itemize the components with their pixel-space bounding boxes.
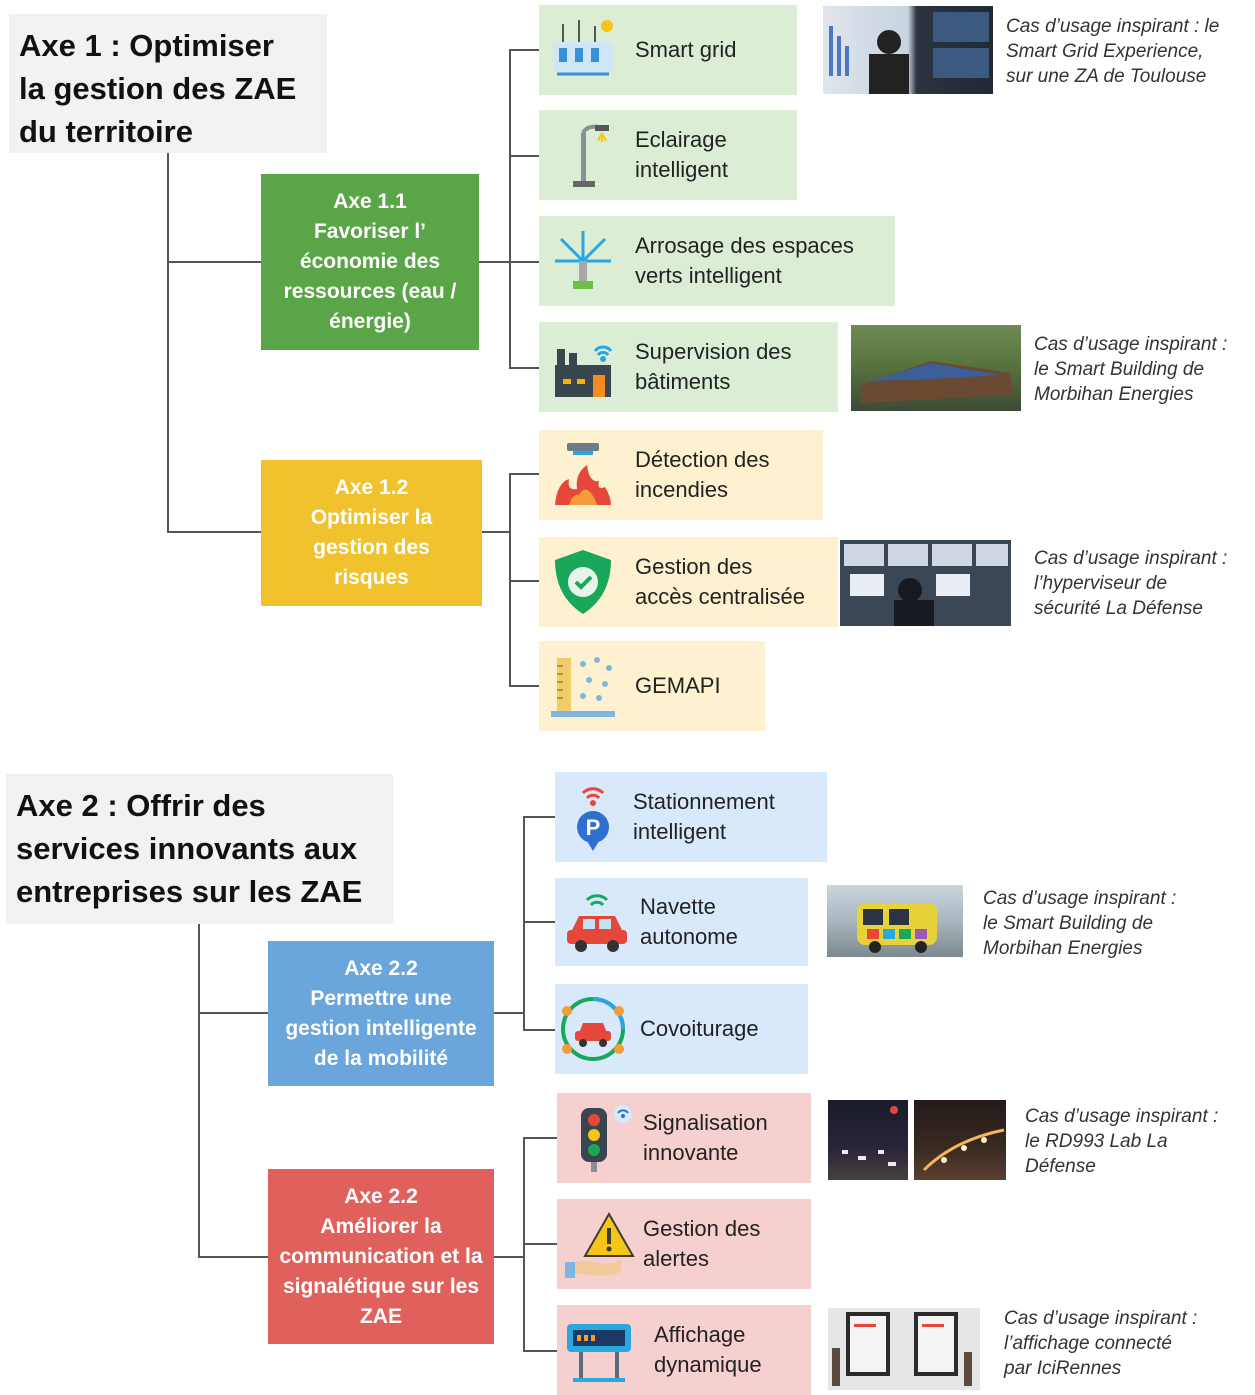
axis1-sub1-label: Axe 1.1 Favoriser l’ économie des ressou…: [283, 190, 457, 333]
item-covoiturage: Covoiturage: [555, 984, 808, 1074]
item-stationnement: P Stationnement intelligent: [555, 772, 827, 862]
item-label: Arrosage des espaces verts intelligent: [635, 233, 854, 288]
item-label: Signalisation innovante: [643, 1110, 768, 1165]
item-label: Supervision des bâtiments: [635, 339, 792, 394]
note-affichage: Cas d’usage inspirant : l’affichage conn…: [1004, 1308, 1198, 1379]
navette-photo: [827, 885, 963, 957]
item-label: Gestion des alertes: [643, 1216, 761, 1271]
item-navette: Navette autonome: [555, 878, 808, 966]
factory-icon: [555, 345, 613, 397]
item-gestion-acces: Gestion des accès centralisée: [539, 537, 838, 627]
item-label: Covoiturage: [640, 1016, 759, 1041]
item-label: Stationnement intelligent: [633, 789, 775, 844]
traffic-light-icon: [581, 1105, 632, 1172]
item-signalisation: Signalisation innovante: [557, 1093, 811, 1183]
street-light-icon: [573, 124, 609, 187]
note-hyperviseur: Cas d’usage inspirant : l’hyperviseur de…: [1034, 548, 1228, 619]
warning-icon: [565, 1211, 635, 1278]
item-smart-grid: Smart grid: [539, 5, 797, 95]
axis2-title: Axe 2 : Offrir des services innovants au…: [6, 774, 393, 924]
item-label: Détection des incendies: [635, 447, 770, 502]
car-icon: [567, 894, 627, 952]
axis2-sub1-box: Axe 2.2 Permettre une gestion intelligen…: [268, 941, 494, 1086]
shield-icon: [555, 550, 611, 614]
rd993-photo-1: [828, 1100, 908, 1180]
display-sign-icon: [567, 1324, 631, 1382]
item-gemapi: GEMAPI: [539, 641, 765, 731]
rd993-photo-2: [914, 1100, 1006, 1180]
item-label: GEMAPI: [635, 673, 721, 698]
item-arrosage: Arrosage des espaces verts intelligent: [539, 216, 895, 306]
svg-text:P: P: [586, 815, 601, 840]
axis2-sub2-box: Axe 2.2 Améliorer la communication et la…: [268, 1169, 494, 1344]
note-rd993: Cas d’usage inspirant : le RD993 Lab La …: [1025, 1106, 1219, 1177]
affichage-photo: [828, 1308, 980, 1390]
axis1-sub2-label: Axe 1.2 Optimiser la gestion des risques: [310, 476, 433, 589]
axis1-title: Axe 1 : Optimiser la gestion des ZAE du …: [9, 14, 327, 153]
note-smart-grid: Cas d’usage inspirant : le Smart Grid Ex…: [1006, 16, 1220, 87]
carpool-icon: [561, 997, 625, 1061]
item-eclairage: Eclairage intelligent: [539, 110, 797, 200]
note-navette: Cas d’usage inspirant : le Smart Buildin…: [983, 888, 1177, 959]
fire-icon: [555, 443, 611, 505]
smart-grid-icon: [553, 20, 613, 76]
item-supervision: Supervision des bâtiments: [539, 322, 838, 412]
item-label: Affichage dynamique: [654, 1322, 762, 1377]
smart-grid-photo: [823, 6, 993, 94]
smart-building-photo: [851, 325, 1021, 411]
item-label: Eclairage intelligent: [635, 127, 728, 182]
item-label: Smart grid: [635, 37, 737, 62]
axis2-sub2-label: Axe 2.2 Améliorer la communication et la…: [279, 1184, 483, 1328]
axis1-sub1-box: Axe 1.1 Favoriser l’ économie des ressou…: [261, 174, 479, 350]
note-smart-building: Cas d’usage inspirant : le Smart Buildin…: [1034, 334, 1228, 405]
axis2-sub1-label: Axe 2.2 Permettre une gestion intelligen…: [285, 956, 477, 1070]
rain-gauge-icon: [551, 657, 615, 717]
item-label: Navette autonome: [640, 894, 738, 949]
item-gestion-alertes: Gestion des alertes: [557, 1199, 811, 1289]
item-detection-incendies: Détection des incendies: [539, 430, 823, 520]
hyperviseur-photo: [840, 540, 1011, 626]
item-label: Gestion des accès centralisée: [635, 554, 805, 609]
parking-icon: P: [577, 787, 609, 851]
item-affichage: Affichage dynamique: [557, 1305, 811, 1395]
axis1-sub2-box: Axe 1.2 Optimiser la gestion des risques: [261, 460, 482, 606]
sprinkler-icon: [555, 231, 611, 289]
